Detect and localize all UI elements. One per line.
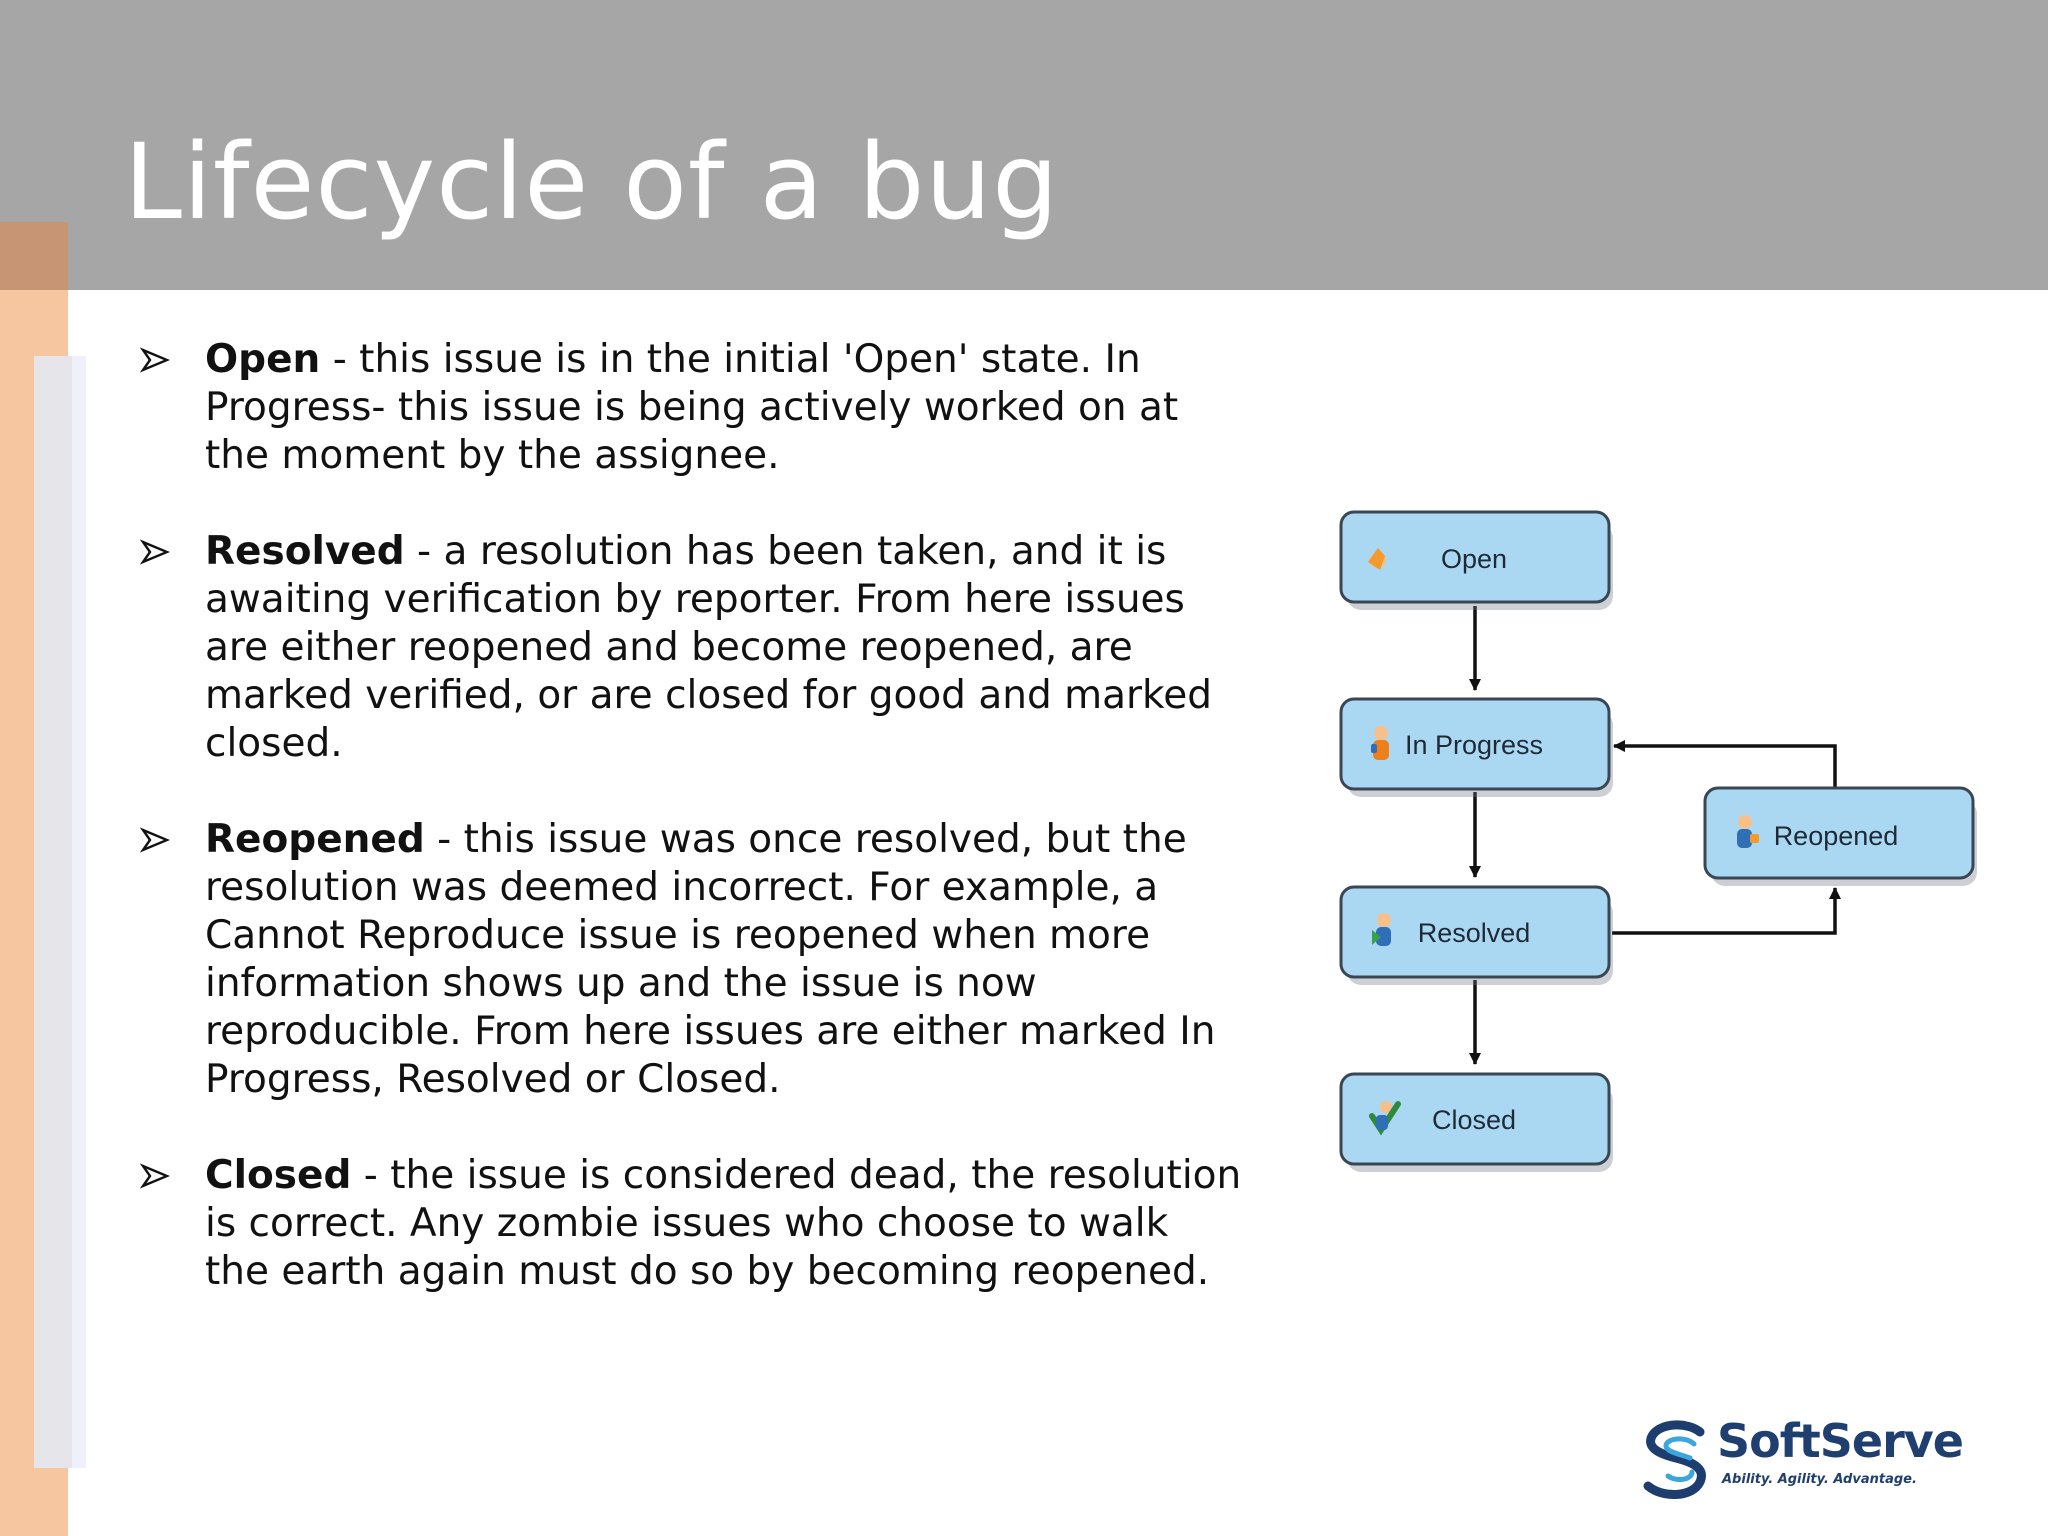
bullet-term: Open: [205, 337, 321, 382]
softserve-logo: SoftServe Ability. Agility. Advantage.: [1640, 1414, 1964, 1506]
bullet-term: Closed: [205, 1153, 352, 1198]
state-closed: Closed: [1339, 1072, 1613, 1172]
bullet-list: Open - this issue is in the initial 'Ope…: [140, 336, 1280, 1344]
softserve-logo-mark: [1643, 1420, 1706, 1500]
slide-title: Lifecycle of a bug: [124, 121, 1060, 243]
transition-reopened-to-in-progress: [1613, 740, 1837, 788]
bullet-description: - a resolution has been taken, and it is…: [205, 529, 1212, 766]
arrowhead-bullet-icon: [140, 539, 170, 565]
bullet-closed: Closed - the issue is considered dead, t…: [140, 1152, 1280, 1296]
bullet-reopened: Reopened - this issue was once resolved,…: [140, 816, 1280, 1104]
arrowhead-bullet-icon: [140, 827, 170, 853]
resolved-icon: [1372, 913, 1391, 946]
state-in-progress: In Progress: [1339, 697, 1613, 797]
left-accent-stripe-top: [0, 222, 68, 290]
state-label-in-progress: In Progress: [1405, 730, 1543, 760]
reopened-icon: [1737, 815, 1759, 848]
bullet-resolved: Resolved - a resolution has been taken, …: [140, 528, 1280, 768]
state-label-closed: Closed: [1432, 1105, 1516, 1135]
logo-tagline: Ability. Agility. Advantage.: [1722, 1472, 1917, 1487]
left-side-panel-edge: [72, 356, 86, 1468]
bullet-open: Open - this issue is in the initial 'Ope…: [140, 336, 1280, 480]
bullet-description: - this issue is in the initial 'Open' st…: [205, 337, 1179, 478]
state-label-open: Open: [1441, 544, 1507, 574]
state-label-reopened: Reopened: [1774, 821, 1899, 851]
state-reopened: Reopened: [1703, 786, 1977, 886]
logo-name: SoftServe: [1717, 1414, 1964, 1468]
closed-icon: [1369, 1101, 1401, 1136]
state-open: Open: [1339, 510, 1613, 610]
bullet-term: Reopened: [205, 817, 425, 862]
header-bar: [0, 0, 2048, 290]
arrowhead-bullet-icon: [140, 1163, 170, 1189]
bug-lifecycle-diagram: Open In Progress Resolved: [1339, 510, 1977, 1172]
bullet-description: - the issue is considered dead, the reso…: [205, 1153, 1242, 1294]
bullet-description: - this issue was once resolved, but the …: [205, 817, 1216, 1102]
in-progress-icon: [1371, 726, 1389, 760]
open-issue-icon: [1368, 548, 1386, 570]
arrowhead-bullet-icon: [140, 347, 170, 373]
bullet-term: Resolved: [205, 529, 405, 574]
transition-resolved-to-reopened: [1612, 887, 1841, 935]
state-label-resolved: Resolved: [1418, 918, 1531, 948]
state-resolved: Resolved: [1339, 885, 1613, 985]
